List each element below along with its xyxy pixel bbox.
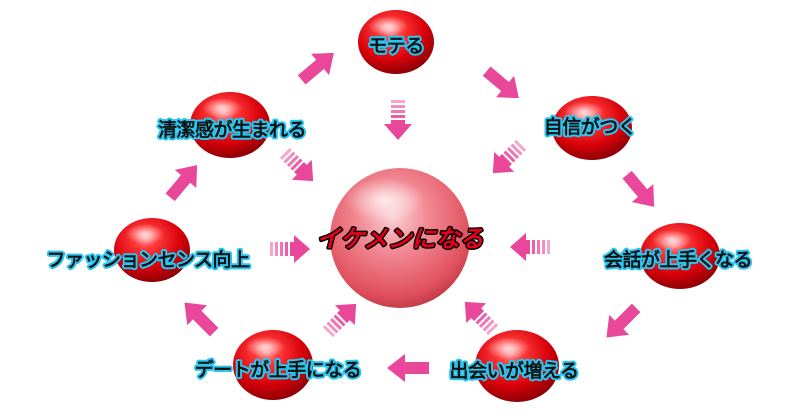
cycle-arrow-dating-to-fashion xyxy=(174,292,225,343)
node-confidence: 自信がつく xyxy=(542,96,639,160)
node-dating: デートが上手になる xyxy=(193,330,364,400)
node-label-conversation: 会話が上手くなる xyxy=(604,248,752,271)
node-motes: モテる xyxy=(358,10,434,74)
inward-arrow-cleanliness xyxy=(274,142,324,192)
cycle-arrow-encounters-to-dating xyxy=(387,354,429,382)
node-label-fashion: ファッションセンス向上 xyxy=(46,248,250,271)
center-node: イケメンになる xyxy=(315,168,485,308)
node-conversation: 会話が上手くなる xyxy=(602,223,755,289)
cycle-arrow-cleanliness-to-motes xyxy=(292,42,343,91)
node-label-confidence: 自信がつく xyxy=(544,115,637,138)
inward-arrow-confidence xyxy=(482,134,532,184)
node-label-encounters: 出会いが増える xyxy=(450,359,579,382)
inward-arrow-motes xyxy=(384,100,412,140)
cycle-arrow-motes-to-confidence xyxy=(477,60,528,109)
inward-arrow-fashion xyxy=(270,235,310,263)
center-label: イケメンになる xyxy=(316,225,483,253)
node-cleanliness: 清潔感が生まれる xyxy=(156,92,309,158)
inward-arrow-conversation xyxy=(510,233,550,261)
inward-arrow-encounters xyxy=(454,291,504,341)
inward-arrow-dating xyxy=(317,293,367,343)
node-encounters: 出会いが増える xyxy=(448,330,581,402)
cycle-arrow-conversation-to-encounters xyxy=(596,297,647,348)
cycle-arrow-fashion-to-cleanliness xyxy=(159,156,208,207)
node-fashion: ファッションセンス向上 xyxy=(44,218,253,282)
node-label-dating: デートが上手になる xyxy=(195,358,362,381)
cycle-arrow-confidence-to-conversation xyxy=(616,165,665,216)
node-label-cleanliness: 清潔感が生まれる xyxy=(158,118,306,141)
node-label-motes: モテる xyxy=(368,35,424,57)
